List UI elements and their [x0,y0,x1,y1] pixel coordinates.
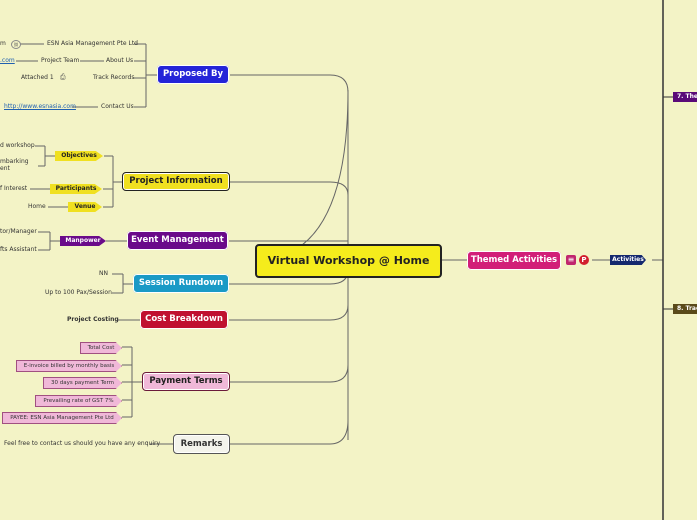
cost-sub: Project Costing [67,316,119,323]
payment-item[interactable]: Total Cost [80,342,122,354]
session-sub: Up to 100 Pax/Session [45,289,112,296]
manpower-sub: fts Assistant [0,246,37,253]
payment-terms-node[interactable]: Payment Terms [142,372,230,391]
payment-item[interactable]: PAYEE: ESN Asia Management Pte Ltd [2,412,122,424]
project-information-node[interactable]: Project Information [122,172,230,191]
central-topic[interactable]: Virtual Workshop @ Home [255,244,442,278]
link-icon[interactable]: ⛓ [11,40,21,49]
right-node-7[interactable]: 7. The [673,92,697,102]
objectives-sub: ent [0,165,10,172]
activities-tag[interactable]: Activities [610,255,646,265]
notes-icon[interactable]: ≡ [566,255,576,265]
proposed-sub[interactable]: .com [0,57,15,64]
attachment-icon[interactable]: ⎙ [60,73,66,81]
themed-activities-node[interactable]: Themed Activities [467,251,561,270]
payment-item[interactable]: 30 days payment Term [43,377,122,389]
proposed-item: ESN Asia Management Pte Ltd [47,40,138,47]
proposed-sub: m [0,40,6,47]
proposed-sub: Attached 1 [21,74,54,81]
cost-breakdown-node[interactable]: Cost Breakdown [140,310,228,329]
proposed-item: Contact Us [101,103,134,110]
venue-sub: Home [28,203,46,210]
pinterest-icon[interactable]: P [579,255,589,265]
session-rundown-node[interactable]: Session Rundown [133,274,229,293]
proposed-item: About Us [106,57,134,64]
right-node-8[interactable]: 8. Trac [673,304,697,314]
venue-tag[interactable]: Venue [68,202,102,212]
participants-sub: f Interest [0,185,28,192]
proposed-by-node[interactable]: Proposed By [157,65,229,84]
proposed-sub: Project Team [41,57,80,64]
payment-item[interactable]: E-invoice billed by monthly basis [16,360,122,372]
remarks-node[interactable]: Remarks [173,434,230,454]
remarks-sub: Feel free to contact us should you have … [4,440,161,447]
participants-tag[interactable]: Participants [50,184,102,194]
manpower-sub: tor/Manager [0,228,37,235]
proposed-item: Track Records [93,74,135,81]
objectives-tag[interactable]: Objectives [55,151,103,161]
objectives-sub: d workshop [0,142,35,149]
payment-item[interactable]: Prevailing rate of GST 7% [35,395,122,407]
objectives-sub: mbarking [0,158,29,165]
session-sub: NN [99,270,108,277]
event-management-node[interactable]: Event Management [127,231,228,250]
manpower-tag[interactable]: Manpower [60,236,106,246]
proposed-sub[interactable]: http://www.esnasia.com [4,103,76,110]
